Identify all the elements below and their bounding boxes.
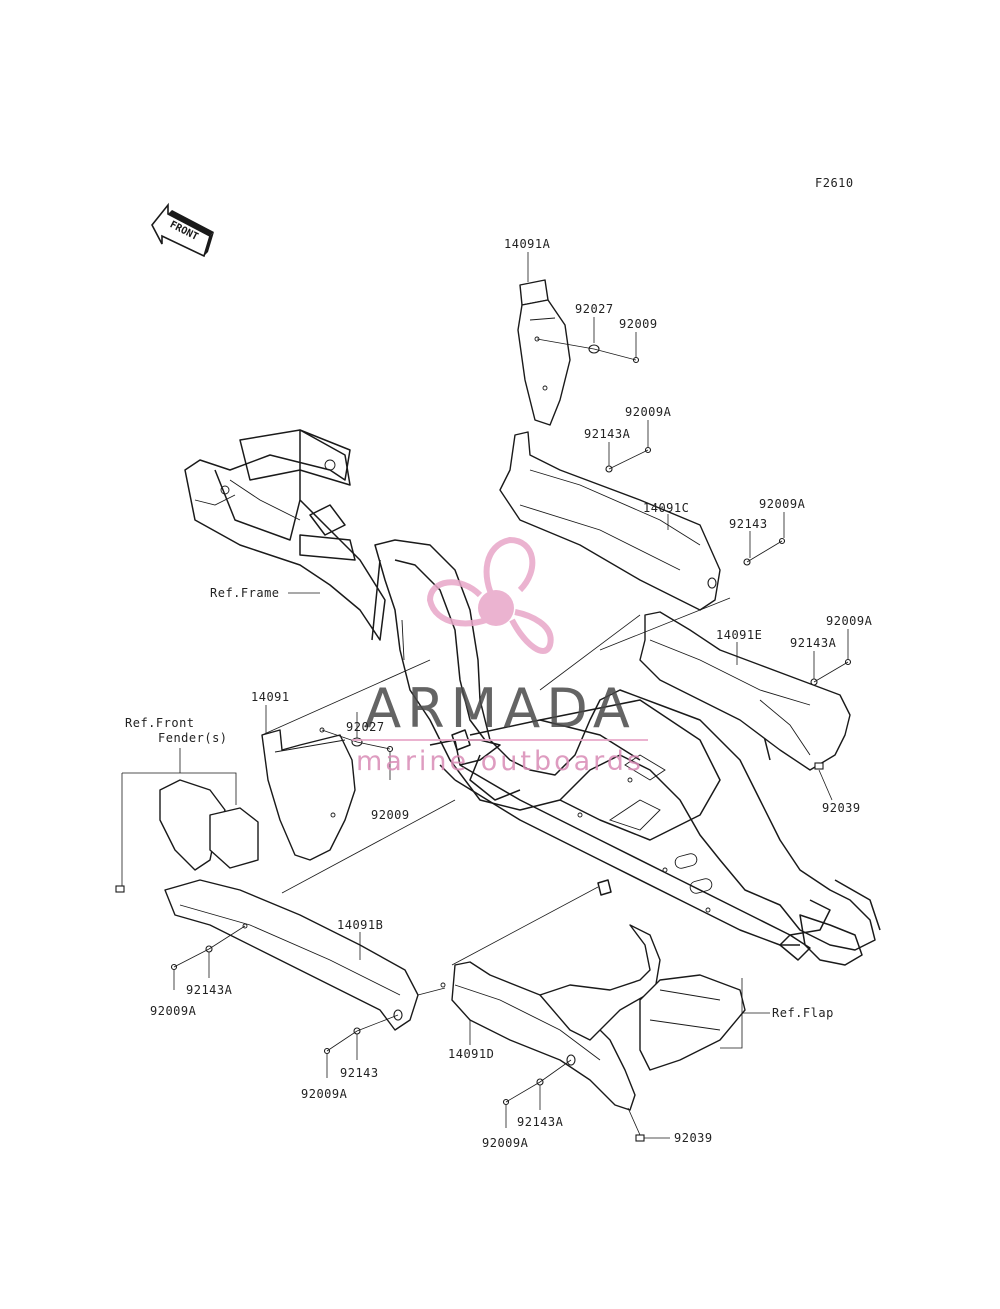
leader-lines (173, 252, 849, 1139)
label-14091D: 14091D (448, 1047, 494, 1061)
label-92027-mid: 92027 (346, 720, 385, 734)
part-14091C (499, 431, 786, 611)
part-14091E (639, 611, 852, 771)
label-92039-1: 92039 (822, 801, 861, 815)
label-14091C: 14091C (643, 501, 689, 515)
flap-ref-drawing (539, 924, 770, 1071)
front-arrow-icon: FRONT (151, 202, 214, 258)
label-92143A-2: 92143A (790, 636, 837, 650)
part-14091B (164, 879, 419, 1055)
part-14091 (261, 727, 394, 861)
label-92009A-2: 92009A (759, 497, 806, 511)
label-92009-mid: 92009 (371, 808, 410, 822)
label-92009A-4: 92009A (150, 1004, 197, 1018)
label-92143A-1: 92143A (584, 427, 631, 441)
label-14091: 14091 (251, 690, 290, 704)
label-14091B: 14091B (337, 918, 383, 932)
label-92009A-1: 92009A (625, 405, 672, 419)
propeller-hub-icon (478, 590, 514, 626)
label-92143A-4: 92143A (517, 1115, 564, 1129)
label-92009-top: 92009 (619, 317, 658, 331)
label-92143-1: 92143 (729, 517, 768, 531)
label-ref-flap: Ref.Flap (772, 1006, 834, 1020)
label-ref-front-fender-1: Ref.Front (125, 716, 195, 730)
label-92039-2: 92039 (674, 1131, 713, 1145)
figure-code: F2610 (815, 176, 854, 190)
brand-tagline: marine outboards (356, 746, 644, 777)
front-fender-ref-drawing (115, 748, 259, 893)
brand-logo: ARMADA marine outboards (352, 536, 648, 777)
label-92143A-3: 92143A (186, 983, 233, 997)
part-labels: 14091A 92027 92009 92009A 92143A 14091C … (125, 237, 873, 1150)
label-ref-front-fender-2: Fender(s) (158, 731, 228, 745)
brand-name: ARMADA (364, 677, 636, 740)
label-92009A-5: 92009A (301, 1087, 348, 1101)
frame-drawing (184, 429, 881, 966)
label-92027-top: 92027 (575, 302, 614, 316)
propeller-logo-icon (426, 536, 554, 654)
label-ref-frame: Ref.Frame (210, 586, 280, 600)
label-14091E: 14091E (716, 628, 762, 642)
label-92009A-3: 92009A (826, 614, 873, 628)
label-92143-2: 92143 (340, 1066, 379, 1080)
part-14091A (517, 279, 640, 426)
label-92009A-6: 92009A (482, 1136, 529, 1150)
label-14091A: 14091A (504, 237, 551, 251)
